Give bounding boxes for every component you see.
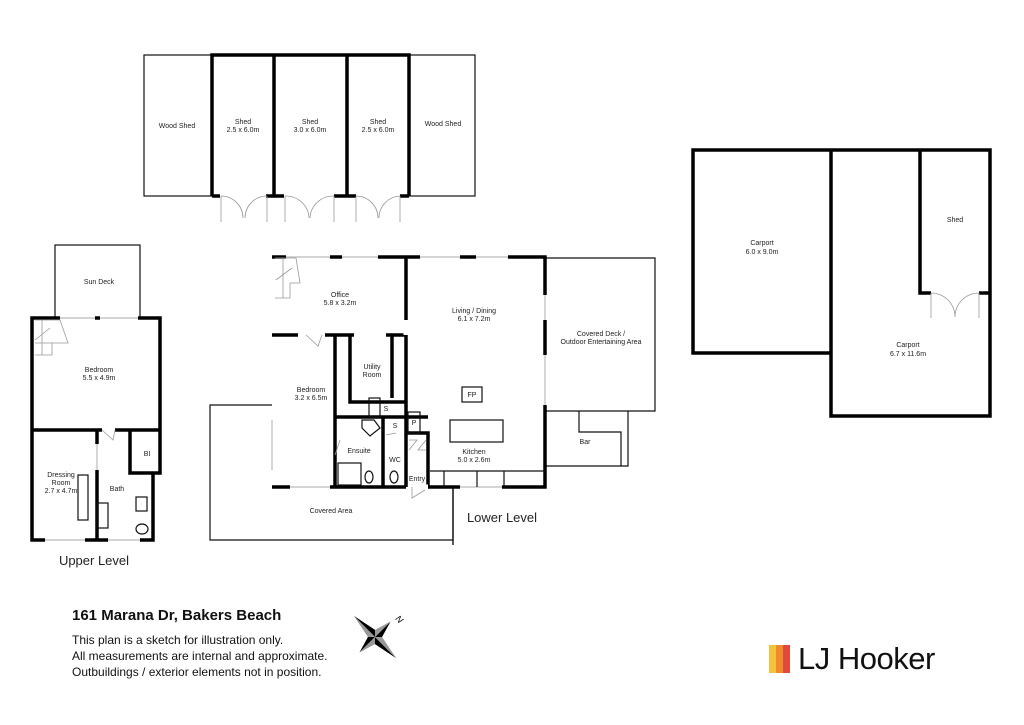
carport-label: Carport [750, 240, 773, 247]
shed-size: 2.5 x 6.0m [227, 127, 260, 134]
wc-label: WC [389, 457, 401, 464]
bar-label: Bar [580, 439, 592, 446]
logo-bars-icon [769, 645, 790, 673]
carport-shed-label: Shed [947, 217, 963, 224]
brand-name: LJ Hooker [798, 641, 935, 676]
lower-bedroom-size: 3.2 x 6.5m [295, 395, 328, 402]
footer-info: 161 Marana Dr, Bakers Beach This plan is… [72, 607, 327, 680]
carport-size: 6.0 x 9.0m [746, 249, 779, 256]
dressing-room-label: Dressing [47, 472, 75, 479]
kitchen-island [449, 419, 504, 443]
disclaimer-line: Outbuildings / exterior elements not in … [72, 665, 322, 679]
dressing-room-size: 2.7 x 4.7m [45, 488, 78, 495]
disclaimer-line: All measurements are internal and approx… [72, 649, 328, 663]
compass-icon [353, 615, 397, 659]
shed-label: Wood Shed [425, 121, 462, 128]
covered-deck-label: Covered Deck / [577, 331, 625, 338]
storage-label: S [393, 423, 398, 430]
shed-doors [220, 195, 401, 222]
living-size: 6.1 x 7.2m [458, 316, 491, 323]
property-address: 161 Marana Dr, Bakers Beach [72, 607, 282, 624]
compass-north-label: N [393, 613, 405, 625]
fireplace-label: FP [468, 392, 477, 399]
lower-level-title: Lower Level [467, 510, 537, 525]
utility-label: Room [363, 372, 382, 379]
shed-size: 3.0 x 6.0m [294, 127, 327, 134]
shed-label: Wood Shed [159, 123, 196, 130]
covered-area [209, 404, 454, 541]
upper-level-title: Upper Level [59, 553, 129, 568]
lower-bedroom-label: Bedroom [297, 387, 326, 394]
kitchen-size: 5.0 x 2.6m [458, 457, 491, 464]
sun-deck-label: Sun Deck [84, 279, 115, 286]
covered-deck [544, 257, 656, 467]
shed-label: Shed [235, 119, 251, 126]
office-label: Office [331, 292, 349, 299]
pantry-label: P [412, 420, 417, 427]
entry-label: Entry [409, 476, 426, 483]
shed-walls [210, 53, 411, 196]
carports: Carport 6.0 x 9.0m Shed Carport 6.7 x 11… [691, 148, 992, 418]
ensuite-label: Ensuite [347, 448, 370, 455]
covered-area-label: Covered Area [310, 508, 353, 515]
carport-label: Carport [896, 342, 919, 349]
upper-level-plan: Sun Deck Bedroom 5.5 x 4.9m Dressing Roo… [30, 244, 162, 568]
bath-label: Bath [110, 486, 125, 493]
disclaimer-line: This plan is a sketch for illustration o… [72, 633, 284, 647]
shed-size: 2.5 x 6.0m [362, 127, 395, 134]
covered-deck-label: Outdoor Entertaining Area [561, 339, 642, 346]
kitchen-label: Kitchen [462, 449, 485, 456]
office-size: 5.8 x 3.2m [324, 300, 357, 307]
shed-label: Shed [370, 119, 386, 126]
lj-hooker-logo: LJ Hooker [769, 641, 935, 677]
living-label: Living / Dining [452, 308, 496, 315]
upper-bedroom-label: Bedroom [85, 367, 114, 374]
fireplace [461, 386, 483, 403]
carport-size: 6.7 x 11.6m [890, 351, 926, 358]
shed-row: Wood Shed Shed 2.5 x 6.0m Shed 3.0 x 6.0… [143, 53, 476, 222]
dressing-room-label: Room [52, 480, 71, 487]
utility-label: Utility [363, 364, 381, 371]
upper-bedroom-size: 5.5 x 4.9m [83, 375, 116, 382]
bi-label: BI [144, 451, 151, 458]
lower-level-plan: Office 5.8 x 3.2m Living / Dining 6.1 x … [209, 254, 656, 545]
shed-label: Shed [302, 119, 318, 126]
storage-label: S [384, 406, 389, 413]
